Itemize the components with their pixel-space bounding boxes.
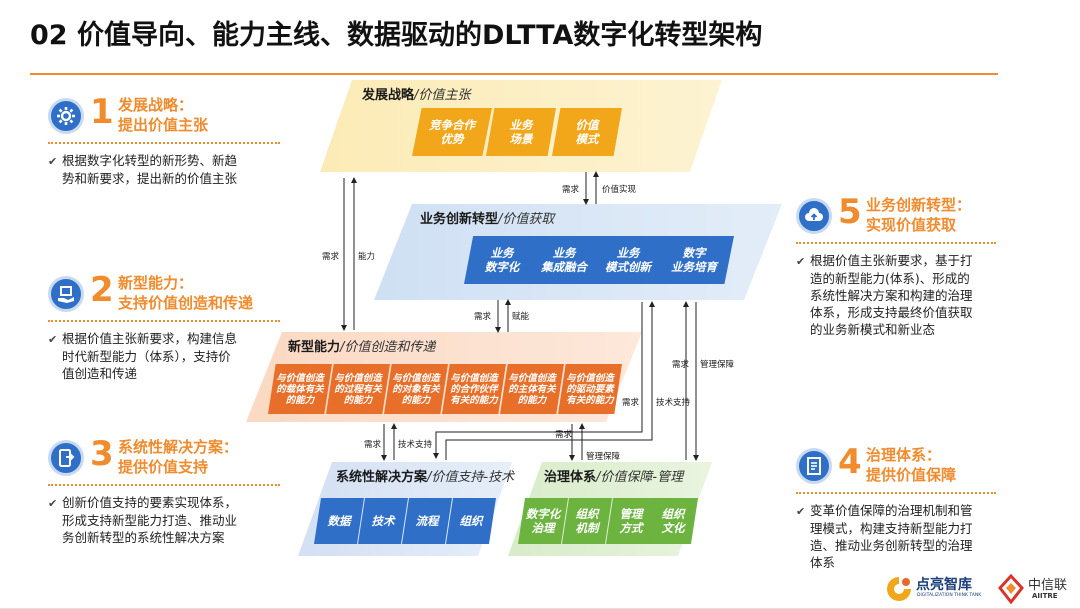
gear-icon [48,98,84,134]
label-need: 需求 [555,430,573,440]
capability-box: 与价值创造 的载体有关 的能力 [268,364,332,414]
item-number: 2 [90,270,114,310]
label-need: 需求 [622,398,640,408]
dotted-divider [48,320,280,322]
item-description: ✔根据数字化转型的新形势、新趋 势和新要求，提出新的价值主张 [48,153,238,186]
item-heading: 业务创新转型：实现价值获取 [866,196,972,234]
label-need: 需求 [562,185,580,195]
title-divider [30,73,998,75]
governance-box: 组织 文化 [648,498,698,544]
label-ability: 能力 [358,252,376,262]
dotted-divider [48,142,280,144]
page-title: 02 价值导向、能力主线、数据驱动的DLTTA数字化转型架构 [30,20,763,51]
item-number: 1 [90,92,114,132]
zhongxinlian-name: 中信联 [1028,578,1068,593]
label-need: 需求 [474,312,492,322]
check-icon: ✔ [796,255,806,268]
label-need: 需求 [322,252,340,262]
item-number: 3 [90,434,114,474]
label-mgmt-guarantee: 管理保障 [586,452,621,462]
label-mgmt-guarantee: 管理保障 [700,360,735,370]
governance-box: 数字化 治理 [518,498,568,544]
capability-box: 与价值创造 的合作伙伴 有关的能力 [442,364,506,414]
business-box: 业务 数字化 [464,236,540,284]
item-heading: 发展战略：提出价值主张 [118,96,209,134]
strategy-box: 业务 场景 [486,108,556,156]
governance-box: 管理 方式 [606,498,656,544]
check-icon: ✔ [48,333,58,346]
solution-box: 技术 [358,498,408,544]
mobile-icon [48,440,84,476]
dianliang-logo-icon [887,577,911,601]
cloud-upload-icon [796,198,832,234]
check-icon: ✔ [796,505,806,518]
zhongxinlian-sub: AIITRE [1032,592,1058,600]
item-heading: 治理体系：提供价值保障 [866,446,957,484]
check-icon: ✔ [48,497,58,510]
strategy-box: 竞争合作 优势 [412,108,492,156]
hand-box-icon [48,276,84,312]
footer-logos: 点亮智库 DIGITALIZATION THINK TANK 中信联 AIITR… [884,572,1080,608]
solution-box: 流程 [402,498,452,544]
label-need: 需求 [364,440,382,450]
label-tech-support: 技术支持 [656,398,691,408]
governance-box: 组织 机制 [562,498,612,544]
item-heading: 系统性解决方案：提供价值支持 [118,438,239,476]
document-icon [796,448,832,484]
item-number: 4 [838,442,862,482]
capability-box: 与价值创造 的对象有关 的能力 [384,364,448,414]
item-heading: 新型能力：支持价值创造和传递 [118,274,254,312]
business-box: 业务 集成融合 [526,236,602,284]
item-description: ✔根据价值主张新要求，构建信息 时代新型能力（体系），支持价 值创造和传递 [48,331,238,381]
business-box: 数字 业务培育 [654,236,734,284]
dotted-divider [48,484,280,486]
item-number: 5 [838,192,862,232]
strategy-box: 价值 模式 [552,108,622,156]
check-icon: ✔ [48,155,58,168]
dotted-divider [796,242,996,244]
solution-box: 组织 [446,498,496,544]
zhongxinlian-logo-icon [998,574,1024,604]
dianliang-name: 点亮智库 [916,577,972,593]
label-empower: 赋能 [512,312,530,322]
item-description: ✔变革价值保障的治理机制和管 理模式，构建支持新型能力打 造、推动业务创新转型的… [796,503,973,570]
business-box: 业务 模式创新 [590,236,666,284]
dotted-divider [796,492,996,494]
capability-box: 与价值创造 的过程有关 的能力 [326,364,390,414]
dianliang-sub: DIGITALIZATION THINK TANK [917,593,982,598]
solution-box: 数据 [314,498,364,544]
label-tech-support: 技术支持 [398,440,433,450]
capability-box: 与价值创造 的驱动要素 有关的能力 [558,364,622,414]
capability-box: 与价值创造 的主体有关 的能力 [500,364,564,414]
item-description: ✔根据价值主张新要求，基于打 造的新型能力(体系)、形成的 系统性解决方案和构建… [796,253,973,337]
label-value-realize: 价值实现 [602,185,637,195]
item-description: ✔创新价值支持的要素实现体系， 形成支持新型能力打造、推动业 务创新转型的系统性… [48,495,238,545]
label-need: 需求 [672,360,690,370]
